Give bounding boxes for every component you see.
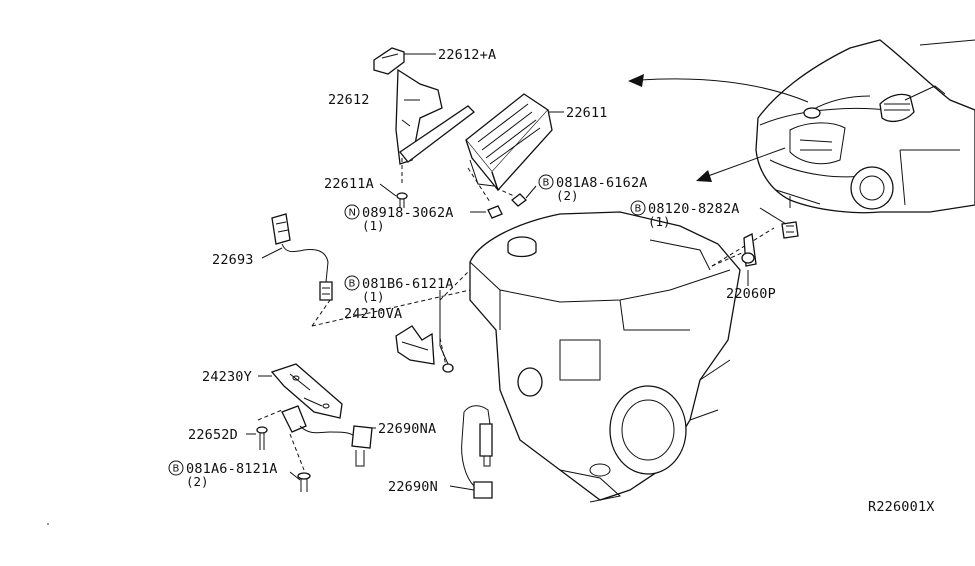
label-24210VA: 24210VA xyxy=(344,306,402,322)
label-081A8: 081A8-6162A xyxy=(556,175,648,191)
label-08120: 08120-8282A xyxy=(648,201,740,217)
callout-08918: N 08918-3062A (1) xyxy=(344,204,454,233)
bolt-22652D xyxy=(256,426,268,450)
callout-081B6: B 081B6-6121A (1) xyxy=(344,275,454,304)
bolt-prefix-icon: B xyxy=(543,178,550,189)
qty-081B6: (1) xyxy=(362,289,385,304)
screw-22611A xyxy=(396,192,408,208)
qty-08120: (1) xyxy=(648,214,671,229)
sensor-22693 xyxy=(271,213,333,301)
stray-dot xyxy=(47,523,49,525)
qty-081A6: (2) xyxy=(186,474,209,489)
bolt-081A6 xyxy=(297,472,311,492)
diagram-code: R226001X xyxy=(868,499,935,515)
bolt-08120 xyxy=(781,221,799,239)
label-081B6: 081B6-6121A xyxy=(362,276,454,292)
label-08918: 08918-3062A xyxy=(362,205,454,221)
bolt-prefix-icon: B xyxy=(349,279,356,290)
bracket-24230Y xyxy=(270,363,343,419)
bolt-prefix-icon: B xyxy=(635,204,642,215)
label-22611A: 22611A xyxy=(324,176,374,192)
ecm-22611 xyxy=(465,93,553,192)
label-22060P: 22060P xyxy=(726,286,776,302)
qty-08918: (1) xyxy=(362,218,385,233)
bolt-prefix-icon: B xyxy=(173,464,180,475)
nut-08918 xyxy=(487,205,503,219)
label-24230Y: 24230Y xyxy=(202,369,252,385)
label-22652D: 22652D xyxy=(188,427,238,443)
sensor-22690NA xyxy=(281,405,373,467)
vehicle-illustration xyxy=(755,39,975,214)
bolt-081A8 xyxy=(511,193,527,207)
label-22612A: 22612+A xyxy=(438,47,496,63)
engine-block xyxy=(469,211,741,503)
label-22690N: 22690N xyxy=(388,479,438,495)
nut-prefix-icon: N xyxy=(349,208,356,219)
arrow-to-engine xyxy=(696,147,786,182)
callout-081A8: B 081A8-6162A (2) xyxy=(538,174,648,203)
callout-081A6: B 081A6-8121A (2) xyxy=(168,460,278,489)
label-22611: 22611 xyxy=(566,105,608,121)
sensor-22060P xyxy=(741,233,757,267)
bracket-24210VA xyxy=(395,325,454,373)
label-22612: 22612 xyxy=(328,92,370,108)
bracket-22612A xyxy=(373,47,405,75)
bracket-22612 xyxy=(395,68,475,165)
leader-lines xyxy=(246,53,787,491)
label-22690NA: 22690NA xyxy=(378,421,436,437)
sensor-22690N xyxy=(461,405,493,499)
callout-08120: B 08120-8282A (1) xyxy=(630,200,740,229)
arrow-to-ecm xyxy=(628,74,809,103)
label-081A6: 081A6-8121A xyxy=(186,461,278,477)
label-22693: 22693 xyxy=(212,252,254,268)
qty-081A8: (2) xyxy=(556,188,579,203)
